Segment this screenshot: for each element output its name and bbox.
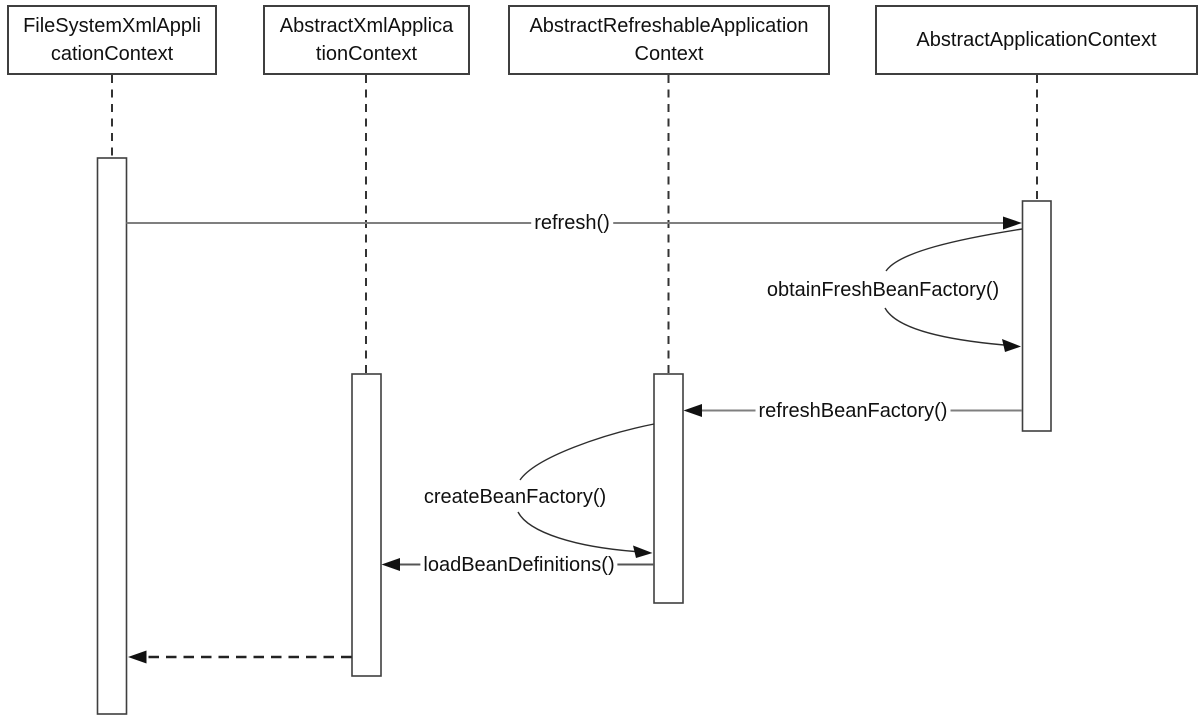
- message-arc-obtainfreshbeanfactory-in: [884, 307, 1005, 346]
- lifeline-header-label-line: tionContext: [315, 43, 418, 65]
- lifeline-header-filesystemxmlapplicationcontext: FileSystemXmlAppli cationContext: [7, 5, 217, 75]
- message-label-createbeanfactory: createBeanFactory(): [420, 485, 610, 509]
- arrowhead-refresh: [1003, 216, 1022, 230]
- arrowhead-refreshbeanfactory: [683, 404, 702, 417]
- arrowhead-loadbeandefinitions: [381, 558, 400, 571]
- message-arc-createbeanfactory-out: [519, 423, 655, 481]
- message-label-obtainfreshbeanfactory: obtainFreshBeanFactory(): [763, 278, 1003, 302]
- lifeline-header-label-line: Context: [634, 43, 704, 65]
- message-arc-createbeanfactory-in: [517, 511, 636, 553]
- activation-bar-abstractrefreshableapplicationcontext: [653, 373, 684, 604]
- message-label-refresh: refresh(): [531, 211, 613, 235]
- activation-bar-abstractapplicationcontext: [1021, 200, 1052, 432]
- lifeline-header-label-line: AbstractApplicationContext: [916, 29, 1157, 51]
- message-label-loadbeandefinitions: loadBeanDefinitions(): [420, 553, 618, 577]
- arrowhead-return: [128, 650, 147, 664]
- activation-bar-abstractxmlapplicationcontext: [351, 373, 382, 677]
- lifeline-header-label-line: AbstractRefreshableApplication: [529, 15, 809, 37]
- message-label-refreshbeanfactory: refreshBeanFactory(): [755, 399, 951, 423]
- lifeline-header-label-line: AbstractXmlApplica: [279, 15, 454, 37]
- lifeline-header-label-line: FileSystemXmlAppli: [23, 15, 201, 37]
- arrowhead-obtainfreshbeanfactory: [1002, 339, 1021, 352]
- activation-bar-filesystemxmlapplicationcontext: [96, 157, 128, 715]
- message-arc-obtainfreshbeanfactory-out: [885, 228, 1023, 272]
- lifeline-header-abstractxmlapplicationcontext: AbstractXmlApplica tionContext: [263, 5, 470, 75]
- lifeline-header-label-line: cationContext: [50, 43, 174, 65]
- arrowhead-createbeanfactory: [633, 545, 653, 558]
- lifeline-header-abstractapplicationcontext: AbstractApplicationContext: [875, 5, 1198, 75]
- lifeline-header-abstractrefreshableapplicationcontext: AbstractRefreshableApplication Context: [508, 5, 830, 75]
